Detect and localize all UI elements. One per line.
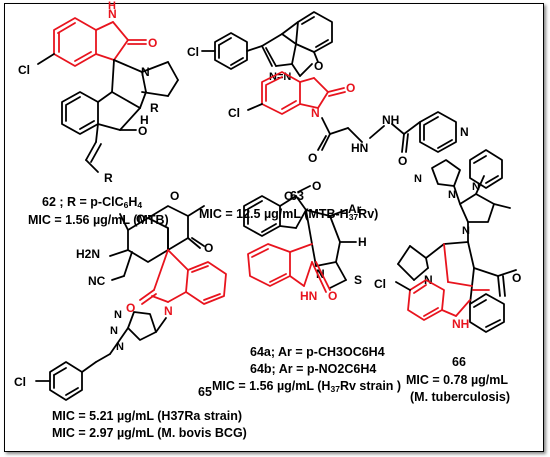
atom-nh-62: N xyxy=(108,7,117,21)
svg-text:H: H xyxy=(108,0,116,12)
svg-text:NH: NH xyxy=(452,317,469,331)
svg-text:O: O xyxy=(512,271,521,285)
figure-frame xyxy=(4,3,544,452)
svg-text:Cl: Cl xyxy=(187,45,199,59)
svg-text:N: N xyxy=(110,325,118,337)
compound-64-structure: O O Ar H S N HN O xyxy=(243,179,367,303)
svg-text:O: O xyxy=(138,124,147,138)
svg-text:N: N xyxy=(114,309,122,321)
svg-text:O: O xyxy=(308,151,317,165)
svg-text:N: N xyxy=(311,106,320,120)
svg-text:Cl: Cl xyxy=(374,277,386,291)
compound-66-label: 66 xyxy=(452,355,466,369)
compound-66-mic-1: MIC = 0.78 µg/mL xyxy=(406,373,509,387)
compound-62-mic: MIC = 1.56 µg/mL (MTB) xyxy=(28,213,169,227)
compound-66-structure: N N N N N O NH Cl xyxy=(374,149,521,333)
svg-text:NC: NC xyxy=(88,274,106,288)
svg-text:O: O xyxy=(148,36,157,50)
compound-64-mic: MIC = 1.56 µg/mL (H37Rv strain ) xyxy=(212,379,402,394)
svg-text:HN: HN xyxy=(351,141,368,155)
svg-text:O: O xyxy=(204,241,213,255)
svg-text:N: N xyxy=(164,304,173,318)
compound-63-mic: MIC = 12.5 µg/mL (MTB-H37Rv) xyxy=(199,207,379,222)
svg-text:O: O xyxy=(126,301,135,315)
svg-text:Cl: Cl xyxy=(18,63,30,77)
svg-text:H: H xyxy=(140,113,149,127)
svg-text:N: N xyxy=(462,225,470,237)
compound-65-mic-1: MIC = 5.21 µg/mL (H37Ra strain) xyxy=(52,409,243,423)
svg-text:O: O xyxy=(328,289,337,303)
svg-text:H: H xyxy=(358,235,367,249)
svg-text:N: N xyxy=(448,189,456,201)
svg-text:N: N xyxy=(460,125,469,139)
svg-text:N: N xyxy=(414,173,422,185)
compound-65-structure: O O O H2N NC O N xyxy=(14,189,227,401)
svg-text:O: O xyxy=(398,154,407,168)
compound-66-mic-2: (M. tuberculosis) xyxy=(410,390,511,404)
svg-text:Cl: Cl xyxy=(14,375,26,389)
svg-text:N: N xyxy=(141,65,150,79)
svg-text:Ar: Ar xyxy=(348,202,362,216)
svg-text:HN: HN xyxy=(300,289,317,303)
compound-65-mic-2: MIC = 2.97 µg/mL (M. bovis BCG) xyxy=(52,426,247,440)
compound-64b-caption: 64b; Ar = p-NO2C6H4 xyxy=(250,362,377,376)
compound-62-structure: N H O Cl xyxy=(18,0,179,185)
svg-text:O: O xyxy=(136,212,145,226)
svg-text:O: O xyxy=(312,179,321,193)
compound-63-label: 63 xyxy=(290,189,304,203)
svg-text:Cl: Cl xyxy=(228,106,240,120)
compound-64a-caption: 64a; Ar = p-CH3OC6H4 xyxy=(250,345,385,359)
svg-text:N: N xyxy=(116,341,124,353)
svg-text:O: O xyxy=(314,59,323,73)
svg-text:R: R xyxy=(104,171,113,185)
svg-text:O: O xyxy=(284,189,293,203)
svg-text:N: N xyxy=(316,267,325,281)
compound-65-label: 65 xyxy=(198,385,212,399)
svg-text:O: O xyxy=(170,189,179,203)
compound-62-caption: 62 ; R = p-ClC6H4 xyxy=(42,195,143,210)
svg-text:H2N: H2N xyxy=(76,247,100,261)
svg-text:N: N xyxy=(424,273,433,287)
svg-text:R: R xyxy=(150,101,159,115)
svg-text:S: S xyxy=(354,273,362,287)
svg-text:N: N xyxy=(472,181,480,193)
svg-text:O: O xyxy=(346,81,355,95)
compound-63-structure: Cl N=N O O N Cl xyxy=(187,11,469,168)
svg-text:NH: NH xyxy=(382,113,399,127)
